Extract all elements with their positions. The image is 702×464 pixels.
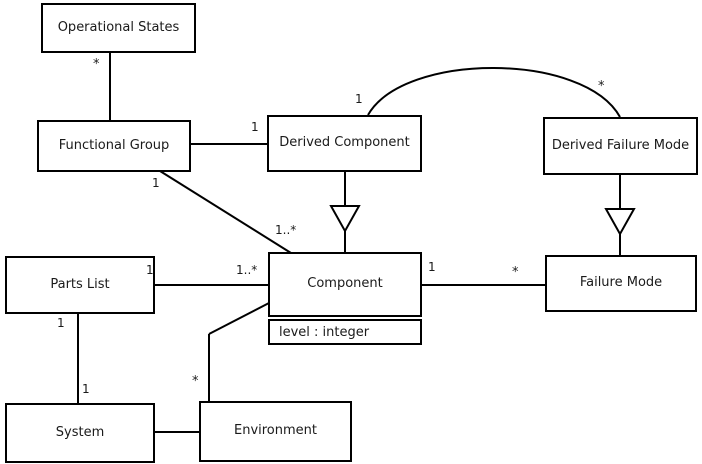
class-box-parts-list[interactable]: Parts List [5, 256, 155, 314]
edge-environment-component-diagonal [208, 302, 270, 335]
multiplicity-system-to-parts-list: 1 [82, 382, 90, 396]
class-box-failure-mode[interactable]: Failure Mode [545, 255, 697, 312]
attribute-level: level : integer [279, 324, 370, 340]
edge-derived-component-derived-failure-mode-arc [367, 67, 621, 118]
class-box-environment[interactable]: Environment [199, 401, 352, 462]
class-box-system[interactable]: System [5, 403, 155, 463]
multiplicity-component-functional-group: 1..* [275, 223, 297, 237]
multiplicity-derived-component-arc: 1 [355, 92, 363, 106]
class-box-derived-component[interactable]: Derived Component [267, 115, 422, 172]
multiplicity-functional-group-derived-component: 1 [251, 120, 259, 134]
class-name-derived-component: Derived Component [279, 135, 410, 151]
multiplicity-failure-mode-from-component: * [512, 265, 519, 280]
multiplicity-operational-states-functional-group: * [93, 57, 100, 72]
multiplicity-component-to-failure-mode: 1 [428, 260, 436, 274]
class-name-operational-states: Operational States [57, 19, 180, 35]
generalization-triangle-derived-failure-mode [604, 208, 636, 237]
class-box-operational-states[interactable]: Operational States [41, 3, 196, 53]
class-name-component: Component [307, 276, 383, 292]
edge-functional-group-component [159, 170, 292, 254]
generalization-triangle-derived-component [329, 205, 361, 234]
class-name-derived-failure-mode: Derived Failure Mode [551, 137, 690, 153]
multiplicity-derived-failure-mode-arc: * [598, 79, 605, 94]
class-box-functional-group[interactable]: Functional Group [37, 120, 191, 172]
multiplicity-parts-list-to-system: 1 [57, 316, 65, 330]
class-box-component[interactable]: Component [268, 252, 422, 317]
multiplicity-parts-list-to-component: 1 [146, 263, 154, 277]
class-name-functional-group: Functional Group [58, 137, 170, 153]
class-name-parts-list: Parts List [50, 276, 110, 292]
multiplicity-functional-group-component: 1 [152, 176, 160, 190]
class-name-failure-mode: Failure Mode [579, 275, 663, 291]
class-name-system: System [55, 424, 105, 440]
class-attributes-component[interactable]: level : integer [268, 319, 422, 345]
multiplicity-component-from-parts-list: 1..* [236, 263, 258, 277]
class-box-derived-failure-mode[interactable]: Derived Failure Mode [543, 117, 698, 175]
class-name-environment: Environment [233, 423, 317, 439]
multiplicity-environment-to-component: * [192, 374, 199, 389]
